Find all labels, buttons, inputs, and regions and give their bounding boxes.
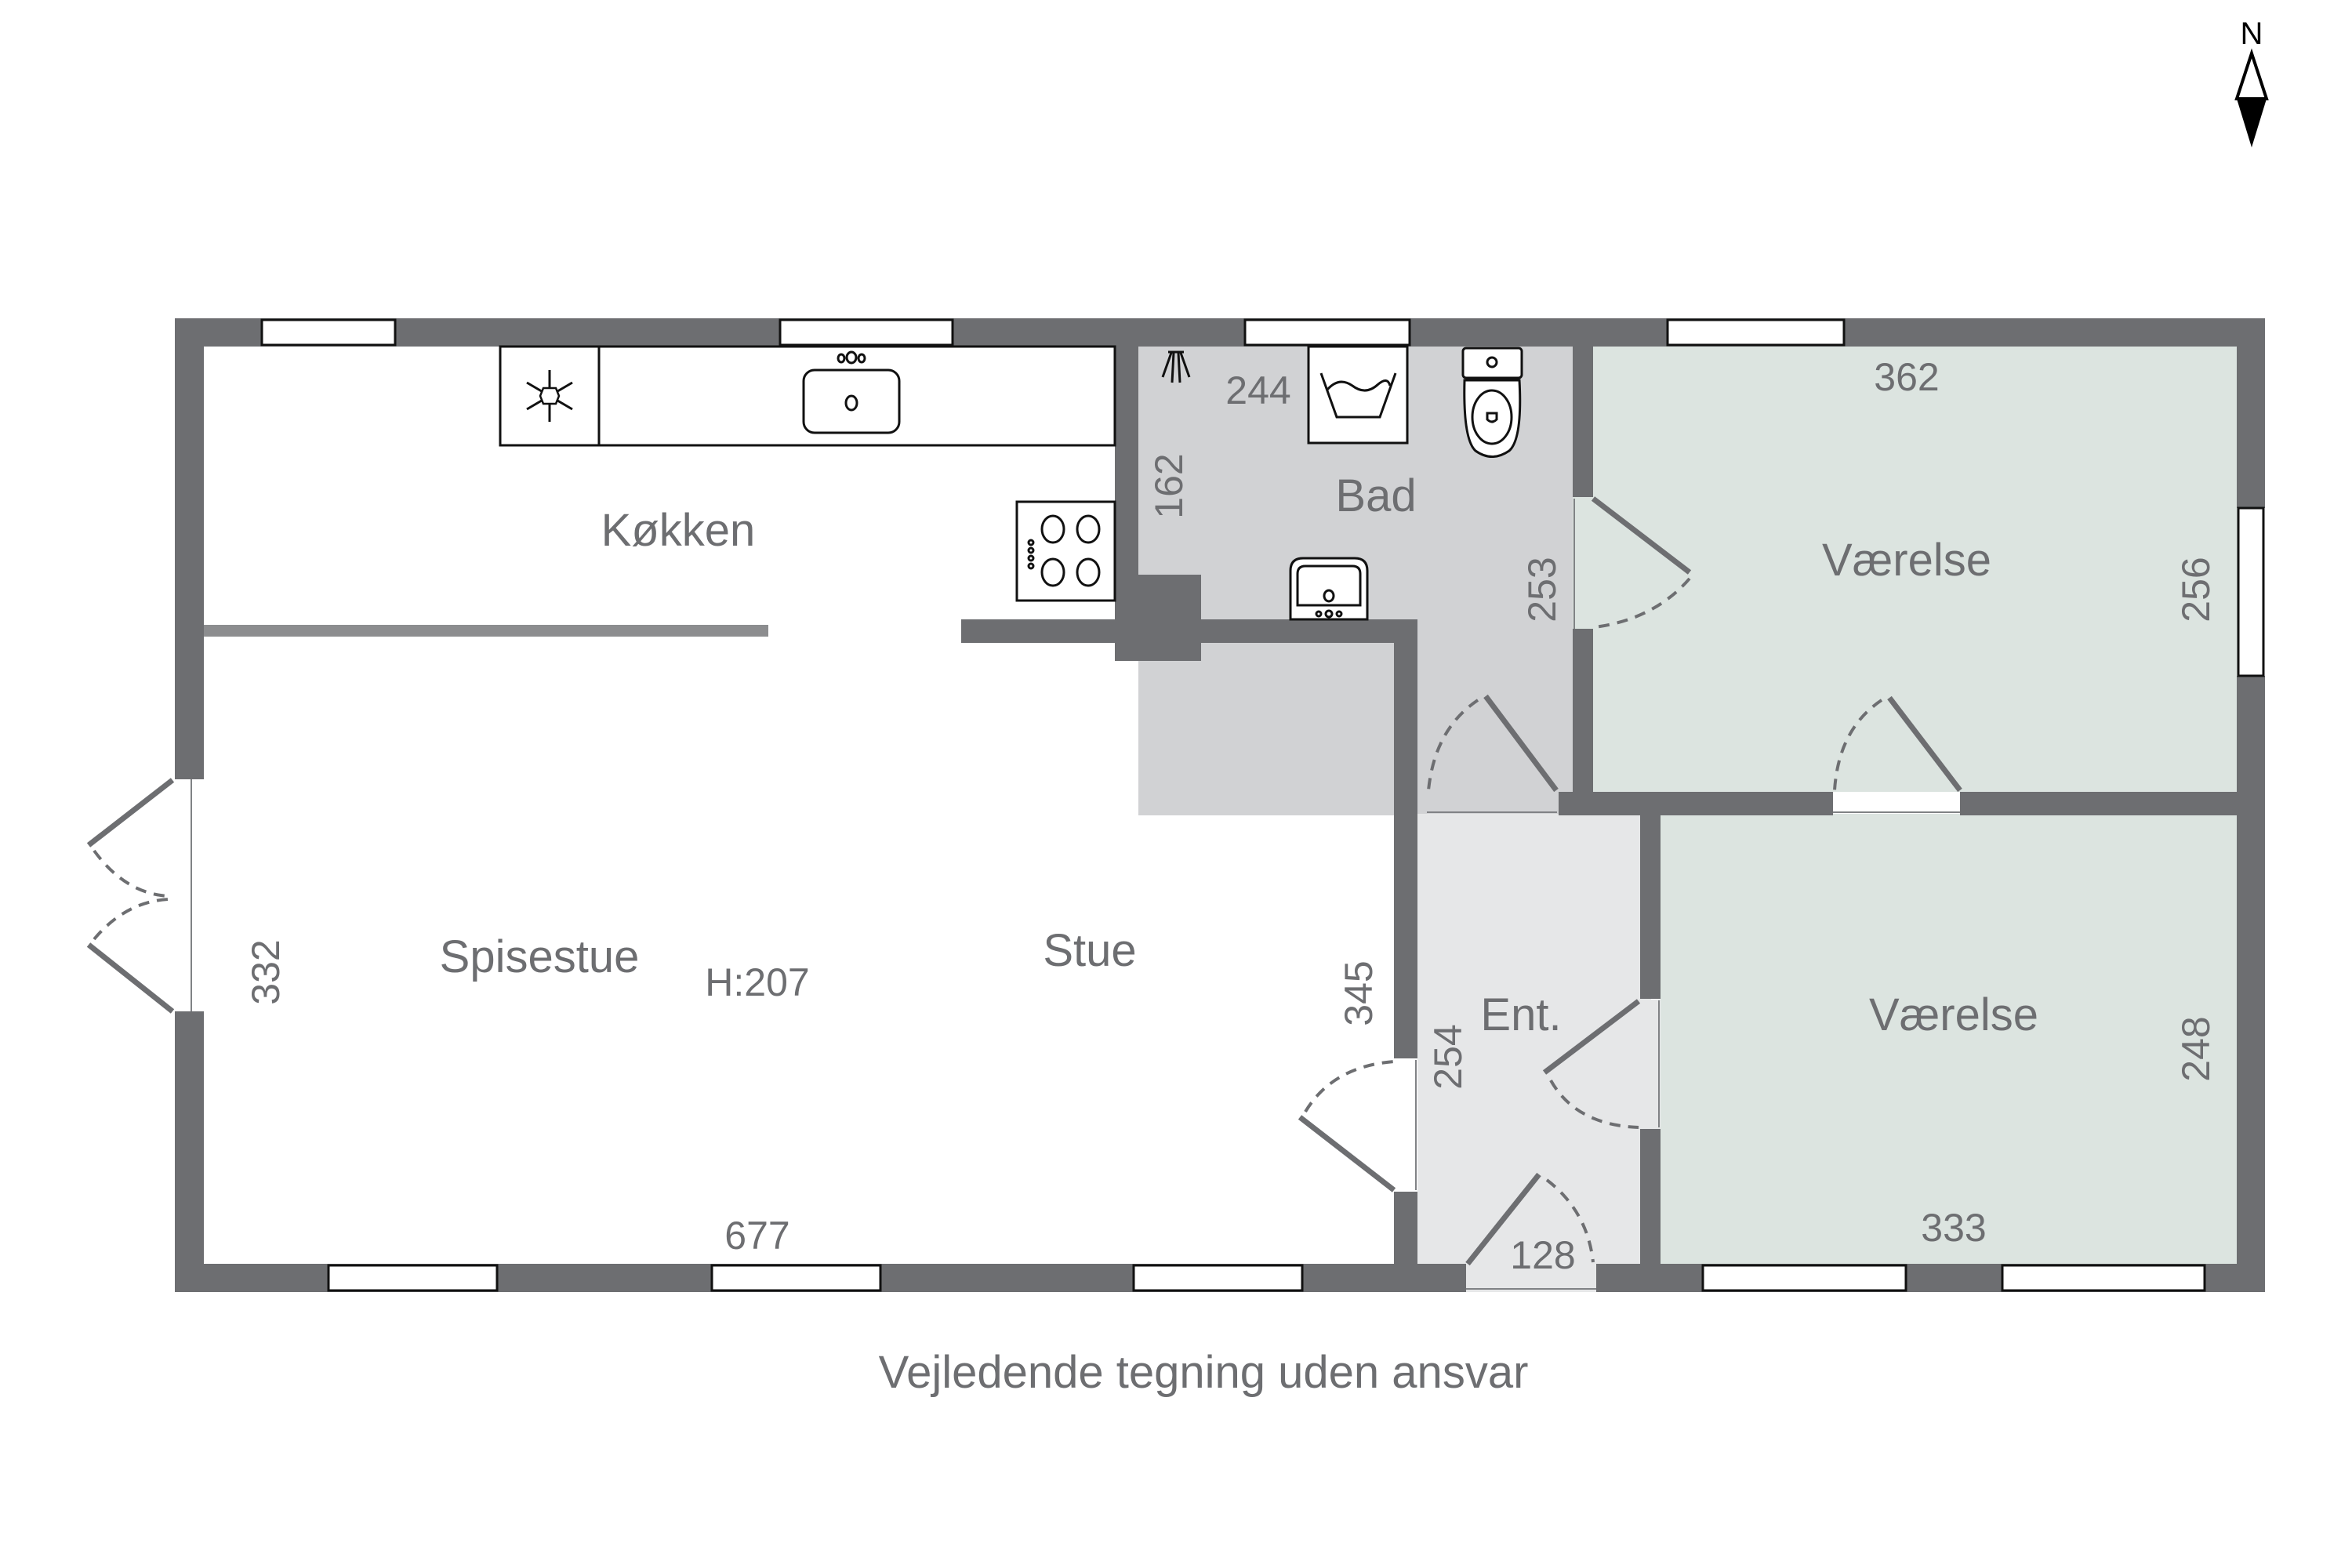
- living-entry-wall-lower: [1394, 1192, 1417, 1292]
- bedroom-south-floor: [1661, 814, 2238, 1278]
- washing-machine-icon: [1307, 345, 1409, 445]
- kitchen-bath-wall: [1115, 318, 1138, 648]
- room-label-entry: Ent.: [1480, 989, 1561, 1040]
- compass-label: N: [2241, 16, 2263, 51]
- ceiling-height-label: H:207: [705, 960, 809, 1004]
- window-bottom-2: [710, 1264, 882, 1292]
- entry-bedroom-wall-upper: [1640, 814, 1661, 999]
- bedroom-north-floor: [1593, 345, 2238, 792]
- window-top-3: [1243, 318, 1411, 347]
- window-bottom-5: [2001, 1264, 2206, 1292]
- bedroom-north-door-floor: [1573, 497, 1593, 630]
- bathroom-sink-icon: [1289, 557, 1369, 621]
- stove-icon: [1015, 500, 1116, 602]
- entry-threshold: [1466, 1264, 1596, 1292]
- window-top-2: [779, 318, 954, 347]
- room-label-bedroom-south: Værelse: [1869, 989, 2038, 1040]
- dim-living-width: 677: [724, 1214, 789, 1258]
- dim-entry-width: 128: [1510, 1233, 1575, 1277]
- bath-bedroom-wall-upper: [1573, 318, 1593, 497]
- dim-bedroom-north-width: 362: [1874, 355, 1939, 399]
- shower-icon: [1161, 350, 1191, 383]
- window-top-4: [1666, 318, 1846, 347]
- entry-east-door-floor: [1640, 1000, 1661, 1129]
- window-right: [2237, 506, 2265, 677]
- bath-entry-wall-left: [1394, 792, 1417, 815]
- living-entry-wall-upper: [1394, 619, 1417, 1058]
- north-arrow-icon: N: [2234, 16, 2269, 147]
- living-entry-door[interactable]: [1298, 1060, 1396, 1192]
- bedroom-north-door[interactable]: [1833, 695, 1962, 793]
- disclaimer-caption: Vejledende tegning uden ansvar: [879, 1347, 1529, 1398]
- window-bottom-4: [1701, 1264, 1907, 1292]
- window-bottom-1: [327, 1264, 499, 1292]
- dim-entry-height: 254: [1426, 1024, 1470, 1089]
- entry-floor: [1417, 814, 1651, 1278]
- outer-wall-right-upper: [2237, 318, 2265, 508]
- bath-bedroom-wall-lower: [1573, 629, 1593, 814]
- room-label-bedroom-north: Værelse: [1822, 535, 1991, 586]
- dim-bath-width: 244: [1225, 368, 1290, 412]
- room-label-living: Stue: [1043, 925, 1136, 976]
- room-label-dining: Spisestue: [440, 931, 640, 982]
- outer-wall-right-lower: [2237, 676, 2265, 1292]
- dim-bedroom-south-height: 248: [2174, 1016, 2218, 1081]
- outer-wall-left-upper: [175, 318, 204, 779]
- front-door[interactable]: [1465, 1172, 1595, 1266]
- dim-bath-height: 162: [1147, 453, 1191, 518]
- bedrooms-wall: [1960, 792, 2238, 815]
- room-label-bath: Bad: [1335, 470, 1416, 521]
- dim-bath-side: 253: [1520, 557, 1564, 622]
- window-top-1: [260, 318, 397, 347]
- dim-bedroom-south-width: 333: [1921, 1206, 1986, 1250]
- window-bottom-3: [1132, 1264, 1304, 1292]
- fridge-icon: [526, 370, 573, 422]
- outer-wall-top: [175, 318, 2265, 347]
- entry-bedroom-wall-lower: [1640, 1129, 1661, 1292]
- bath-entry-wall-right: [1559, 792, 1833, 815]
- bath-door[interactable]: [1427, 694, 1559, 793]
- dim-living-height: 345: [1337, 960, 1381, 1025]
- bath-floor-lower: [1417, 627, 1573, 815]
- dim-dining-height: 332: [244, 939, 288, 1004]
- kitchen-half-wall: [204, 625, 768, 637]
- room-label-kitchen: Køkken: [601, 505, 756, 556]
- outer-wall-left-lower: [175, 1011, 204, 1292]
- kitchen-sink-icon: [802, 350, 901, 434]
- dim-bedroom-north-height: 256: [2174, 557, 2218, 622]
- toilet-icon: [1461, 347, 1523, 458]
- patio-double-door[interactable]: [86, 778, 192, 1014]
- bedroom-north-door-from-bath[interactable]: [1591, 496, 1692, 629]
- entry-bedroom-south-door[interactable]: [1542, 999, 1641, 1129]
